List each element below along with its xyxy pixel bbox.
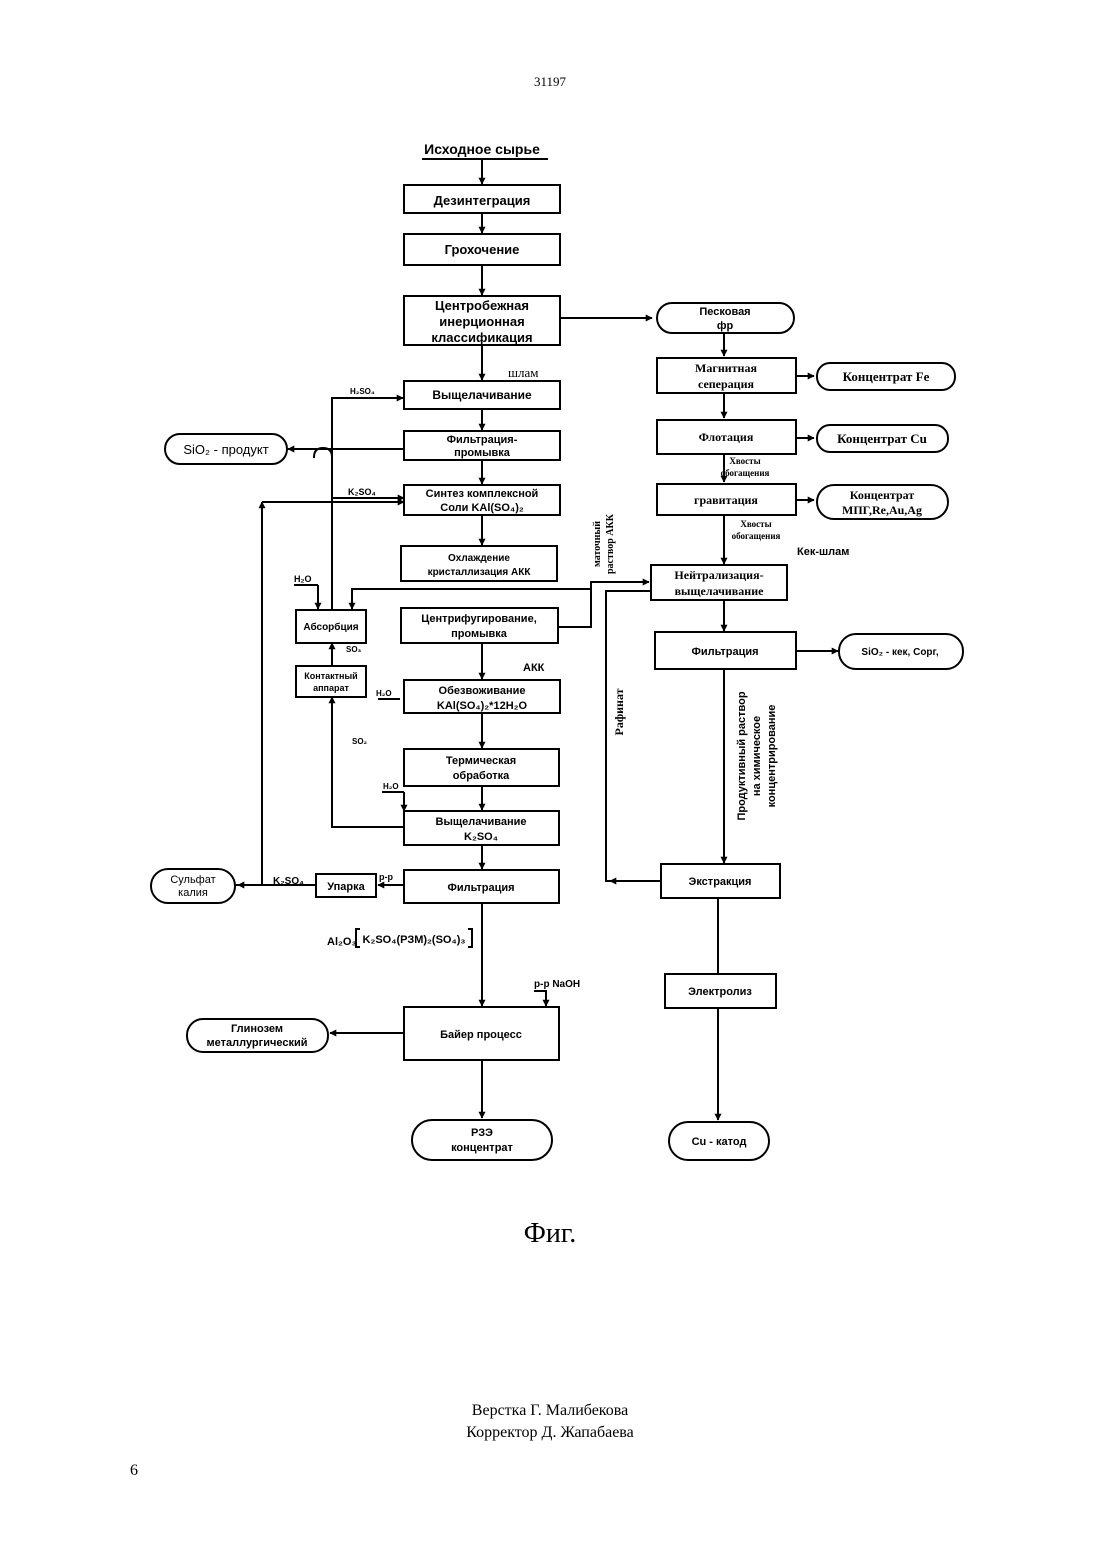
k2so4-recycle-riser [234, 502, 262, 885]
label-filt3: Фильтрация [691, 646, 758, 658]
label-evap: Упарка [327, 881, 365, 893]
label-tails1-2: обогащения [721, 468, 770, 478]
label-k2so4-out: K₂SO₄ [273, 876, 304, 887]
label-alumina-2: металлургический [207, 1037, 308, 1049]
label-akk: АКК [523, 662, 545, 674]
label-grav: гравитация [694, 493, 758, 507]
label-h2o-dehydr: H₂O [376, 689, 392, 698]
label-dehydr-2: KAl(SO₄)₂*12H₂O [437, 700, 528, 712]
label-cool-2: кристаллизация АКК [428, 567, 532, 578]
label-sio2-cake: SiO₂ - кек, Cорг, [861, 647, 938, 658]
label-thermal-2: обработка [453, 770, 510, 782]
label-al2o3: Al₂O₃ [327, 936, 357, 948]
arrow-naoh [534, 991, 546, 1006]
label-flot: Флотация [699, 430, 754, 444]
label-centrifuge-2: промывка [451, 628, 508, 640]
arrow-mother-absorb [352, 589, 591, 609]
label-ksulfate-1: Сульфат [170, 874, 215, 886]
label-tails2-1: Хвосты [740, 519, 771, 529]
label-h2o-leach: H₂O [383, 782, 399, 791]
label-product-2: на химическое [751, 716, 763, 796]
label-mother-2: раствор АКК [605, 513, 616, 574]
arrow-h2so4-leach1 [332, 398, 403, 400]
label-filt2: Фильтрация [447, 882, 514, 894]
label-extract: Экстракция [689, 876, 752, 888]
label-so2: SO₂ [352, 737, 368, 746]
label-centr-3: классификация [431, 330, 532, 345]
figure-caption: Фиг. [0, 1218, 1100, 1250]
label-thermal-1: Термическая [446, 755, 516, 767]
credit-proof: Корректор Д. Жапабаева [0, 1422, 1100, 1444]
label-bayer: Байер процесс [440, 1029, 522, 1041]
page-number: 6 [130, 1462, 138, 1480]
label-centr-1: Центробежная [435, 298, 529, 313]
label-leach2-1: Выщелачивание [436, 816, 527, 828]
label-conc-fe: Концентрат Fe [843, 369, 930, 384]
label-h2so4: H₂SO₄ [350, 387, 375, 396]
label-sand-2: фр [717, 320, 734, 332]
label-centr-2: инерционная [439, 314, 524, 329]
label-sand-1: Песковая [699, 306, 750, 318]
label-h2o-absorb: H₂O [294, 574, 312, 584]
label-disint: Дезинтеграция [434, 193, 531, 208]
label-k2so4-in: K₂SO₄ [348, 487, 376, 497]
label-tails2-2: обогащения [732, 531, 781, 541]
label-cool-1: Охлаждение [448, 553, 510, 564]
label-contact-2: аппарат [313, 683, 349, 693]
label-dehydr-1: Обезвоживание [439, 685, 526, 697]
bracket-right [468, 929, 472, 947]
label-so3: SO₃ [346, 645, 362, 654]
label-synth-1: Синтез комплексной [426, 488, 539, 500]
label-contact-1: Контактный [304, 671, 357, 681]
label-centrifuge-1: Центрифугирование, [421, 613, 537, 625]
label-absorb: Абсорбция [303, 621, 358, 633]
label-mother-1: маточный [592, 521, 603, 567]
label-synth-2: Соли KAl(SO₄)₂ [440, 502, 524, 514]
label-conc-cu: Концентрат Cu [837, 431, 927, 446]
label-filt1-1: Фильтрация- [447, 434, 518, 446]
absorb-line-jump [314, 448, 332, 611]
arrow-so2-contact [332, 697, 404, 827]
label-raw: Исходное сырье [424, 141, 540, 157]
label-neutr-1: Нейтрализация- [674, 568, 763, 582]
label-cathode: Cu - катод [692, 1136, 747, 1148]
pill-ree [412, 1120, 552, 1160]
label-raffinate: Рафинат [612, 688, 626, 735]
credits: Верстка Г. Малибекова Корректор Д. Жапаб… [0, 1400, 1100, 1444]
box-text: Исходное сырье Дезинтеграция Грохочение … [170, 141, 938, 1154]
label-sio2-prod: SiO₂ - продукт [183, 442, 268, 457]
label-neutr-2: выщелачивание [675, 584, 765, 598]
label-filt1-2: промывка [454, 447, 511, 459]
label-cake-slime: Кек-шлам [797, 546, 849, 558]
label-electro: Электролиз [688, 986, 752, 998]
label-leach1: Выщелачивание [432, 388, 532, 402]
label-slime: шлам [508, 365, 539, 380]
bracket-left [356, 929, 360, 947]
label-ree-2: концентрат [451, 1142, 513, 1154]
label-magsep-1: Магнитная [695, 361, 757, 375]
label-bracket: K₂SO₄(РЗМ)₂(SO₄)₃ [363, 934, 466, 946]
credit-layout: Верстка Г. Малибекова [0, 1400, 1100, 1422]
label-product-3: концентрирование [766, 705, 778, 808]
label-conc-pgm-1: Концентрат [850, 488, 915, 502]
label-naoh: р-р NaOH [534, 979, 580, 990]
label-magsep-2: сеперация [698, 377, 755, 391]
label-ree-1: РЗЭ [471, 1127, 493, 1139]
label-leach2-2: K₂SO₄ [464, 831, 498, 843]
label-alumina-1: Глинозем [231, 1023, 283, 1035]
label-ksulfate-2: калия [178, 887, 208, 899]
label-conc-pgm-2: МПГ,Re,Au,Ag [842, 503, 922, 517]
label-screen: Грохочение [445, 242, 520, 257]
label-product-1: Продуктивный раствор [736, 691, 748, 820]
label-rr: р-р [379, 872, 393, 882]
label-tails1-1: Хвосты [729, 456, 760, 466]
